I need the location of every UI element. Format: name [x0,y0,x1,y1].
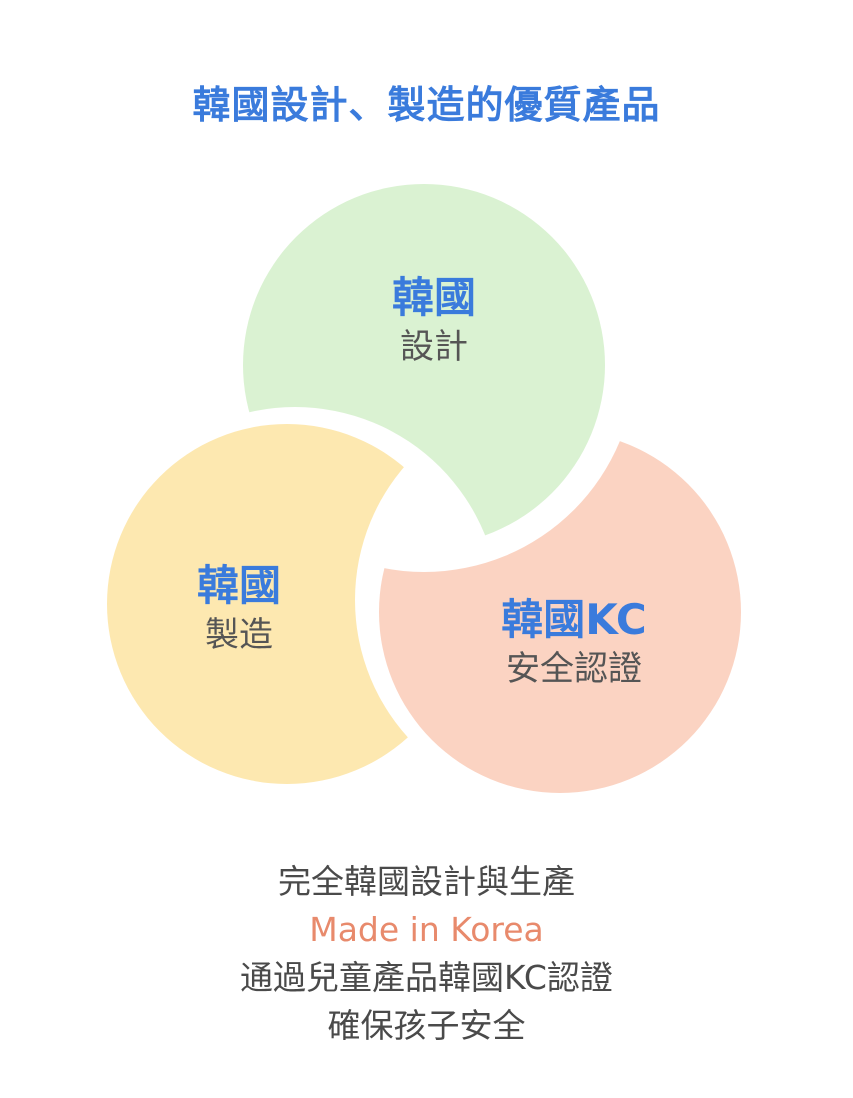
pink-circle [379,431,741,793]
manufacture-label-sub: 製造 [205,615,273,655]
design-label: 韓國 設計 [334,272,534,370]
design-label-sub: 設計 [400,327,468,367]
certification-label-sub: 安全認證 [506,649,642,689]
certification-label-main: 韓國KC [501,595,647,644]
yellow-circle [107,424,467,784]
footer-line-4: 確保孩子安全 [327,1006,526,1045]
certification-label: 韓國KC 安全認證 [464,594,684,692]
footer-line-2-made-in-korea: Made in Korea [309,910,544,949]
footer-description: 完全韓國設計與生產 Made in Korea 通過兒童產品韓國KC認證 確保孩… [0,858,853,1050]
footer-line-3: 通過兒童產品韓國KC認證 [240,958,613,997]
design-label-main: 韓國 [391,273,476,322]
footer-line-1: 完全韓國設計與生產 [278,862,575,901]
page-title: 韓國設計、製造的優質產品 [192,83,661,127]
manufacture-label-main: 韓國 [196,561,281,610]
manufacture-label: 韓國 製造 [139,560,339,658]
